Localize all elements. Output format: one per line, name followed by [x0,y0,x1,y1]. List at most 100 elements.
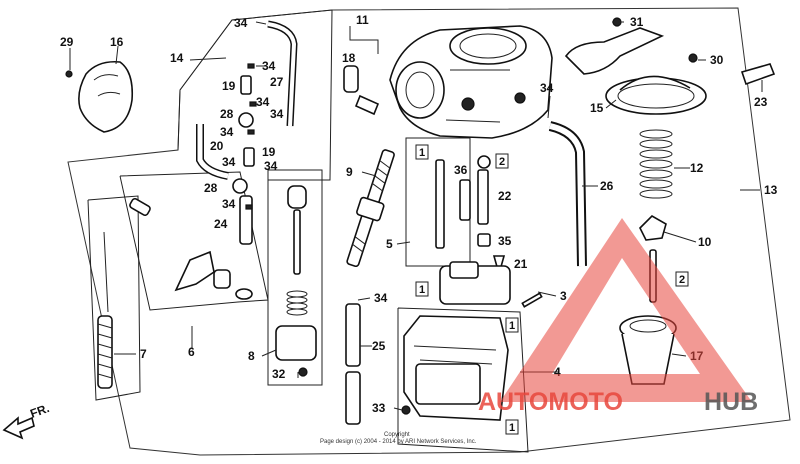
part-10-holder [639,215,667,241]
label-24: 24 [214,217,228,231]
group-box-7 [87,195,141,401]
part-29-bolt [65,70,73,78]
boxed-label-1d: 1 [505,419,519,435]
label-18: 18 [342,51,356,65]
label-34h: 34 [222,197,236,211]
svg-text:1: 1 [419,147,425,159]
part-6-washer [235,288,253,300]
label-33: 33 [372,401,386,415]
part-3-pin [521,292,543,308]
label-34f: 34 [222,155,236,169]
svg-text:1: 1 [419,284,425,296]
copyright-title: Copyright [384,432,410,438]
part-6-lever [174,250,215,292]
label-31: 31 [630,15,644,29]
label-34j: 34 [374,291,388,305]
boxed-label-1c: 1 [505,317,519,333]
watermark-text-red: AUTOMOTO [478,388,623,416]
label-27: 27 [270,75,284,89]
part-8-cap [287,185,307,209]
part-clip-3 [247,129,255,135]
part-3-float-top [449,261,479,279]
part-8-cover [275,325,317,361]
label-19b: 19 [262,145,276,159]
label-9: 9 [346,165,353,179]
label-34b: 34 [262,59,276,73]
label-10: 10 [698,235,712,249]
part-32-screw [298,367,308,377]
part-6-collar [213,269,231,289]
label-16: 16 [110,35,124,49]
boxed-label-1b: 1 [415,281,429,297]
label-19a: 19 [222,79,236,93]
part-35-screw [477,233,491,247]
part-clip-1 [247,63,255,69]
label-34c: 34 [256,95,270,109]
front-direction-arrow: FR. [2,401,51,440]
boxed-label-2b: 2 [675,271,689,287]
label-21: 21 [514,257,528,271]
label-34i: 34 [540,81,554,95]
part-27-tube-inner [267,22,297,127]
label-23: 23 [754,95,768,109]
label-36: 36 [454,163,468,177]
part-7-spring [97,315,113,389]
part-19a-fitting [240,75,252,95]
part-7-rod [103,231,109,313]
label-30: 30 [710,53,724,67]
svg-text:2: 2 [499,156,505,168]
label-4: 4 [554,365,561,379]
part-25-tube-upper [345,303,361,367]
label-5: 5 [386,237,393,251]
group-box-4 [397,307,529,453]
part-17-piston [619,315,677,385]
label-8: 8 [248,349,255,363]
boxed-label-1a: 1 [415,144,429,160]
part-28a-joint [238,112,254,128]
part-21-pin [492,255,506,277]
part-23-clip [740,63,776,86]
svg-text:1: 1 [509,320,515,332]
part-25-tube-lower [345,371,361,425]
part-20-tube-inner [197,124,229,179]
label-29: 29 [60,35,74,49]
part-6-bolt [129,197,151,217]
carburetor-body [389,25,553,139]
label-34e: 34 [220,125,234,139]
label-3: 3 [560,289,567,303]
part-8-spring [286,290,308,316]
label-34d: 34 [270,107,284,121]
part-22-jet [477,169,489,225]
part-clip-4 [245,204,253,210]
part-30-screw [688,53,698,63]
label-6: 6 [188,345,195,359]
part-15-cover [605,75,707,115]
label-20: 20 [210,139,224,153]
part-clip-2 [249,101,257,107]
label-34a: 34 [234,16,248,30]
watermark-text-gray: HUB [704,388,758,416]
label-28a: 28 [220,107,234,121]
part-2-cap [477,155,491,169]
part-5-needle [435,159,445,249]
label-35: 35 [498,234,512,248]
label-15: 15 [590,101,604,115]
part-16-detail [93,74,121,97]
label-14: 14 [170,51,184,65]
part-28b-joint [232,178,248,194]
label-13: 13 [764,183,778,197]
part-12-spring [639,129,673,199]
boxed-label-2a: 2 [495,153,509,169]
label-34g: 34 [264,159,278,173]
copyright-text: Page design (c) 2004 - 2014 by ARI Netwo… [320,439,477,445]
part-16-cover [78,60,134,133]
label-28b: 28 [204,181,218,195]
label-7: 7 [140,347,147,361]
watermark-logo: AUTOMOTO HUB [478,218,758,416]
part-18-nozzle [354,94,380,116]
label-32: 32 [272,367,286,381]
part-18-valve [343,65,359,93]
group-box-14 [177,9,333,181]
label-12: 12 [690,161,704,175]
